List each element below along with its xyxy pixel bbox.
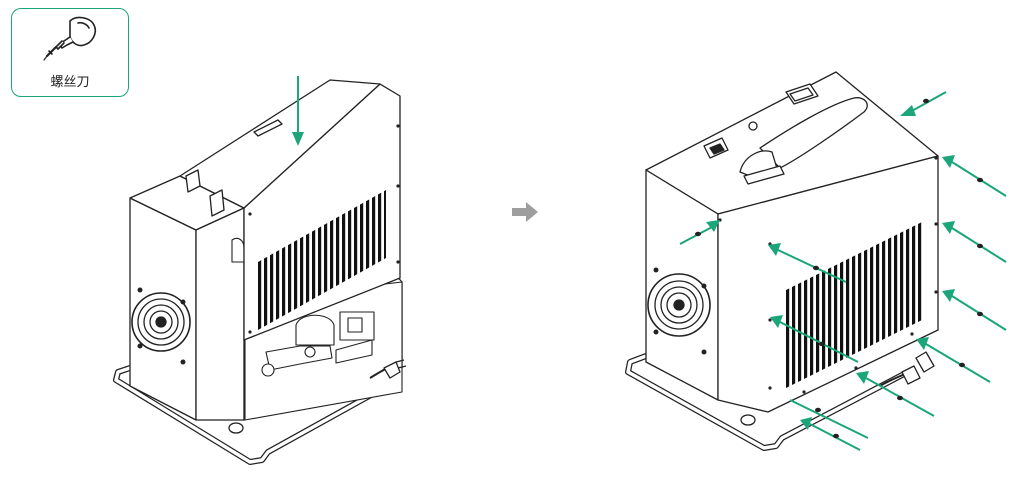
screws-after [695,98,983,439]
right-arrow-icon [512,202,538,222]
arrow-lower-cover [292,76,304,146]
air-grille-after [786,222,922,388]
screwdriver-icon [43,16,97,61]
tool-card: 螺丝刀 [11,8,129,97]
screw-arrow [770,315,859,363]
screw-arrow [789,399,869,439]
tool-label: 螺丝刀 [50,75,90,90]
screw-arrow [916,337,991,383]
screw-arrow [942,155,1007,197]
screw-arrows-after [679,91,1007,451]
screw-arrow [768,243,847,283]
air-grille-before [258,190,386,330]
screw-arrow [800,417,861,451]
screw-arrow [900,91,947,116]
chiller-unit-after [625,71,939,451]
screw-arrow [942,289,1007,331]
screw-arrow [942,221,1007,263]
